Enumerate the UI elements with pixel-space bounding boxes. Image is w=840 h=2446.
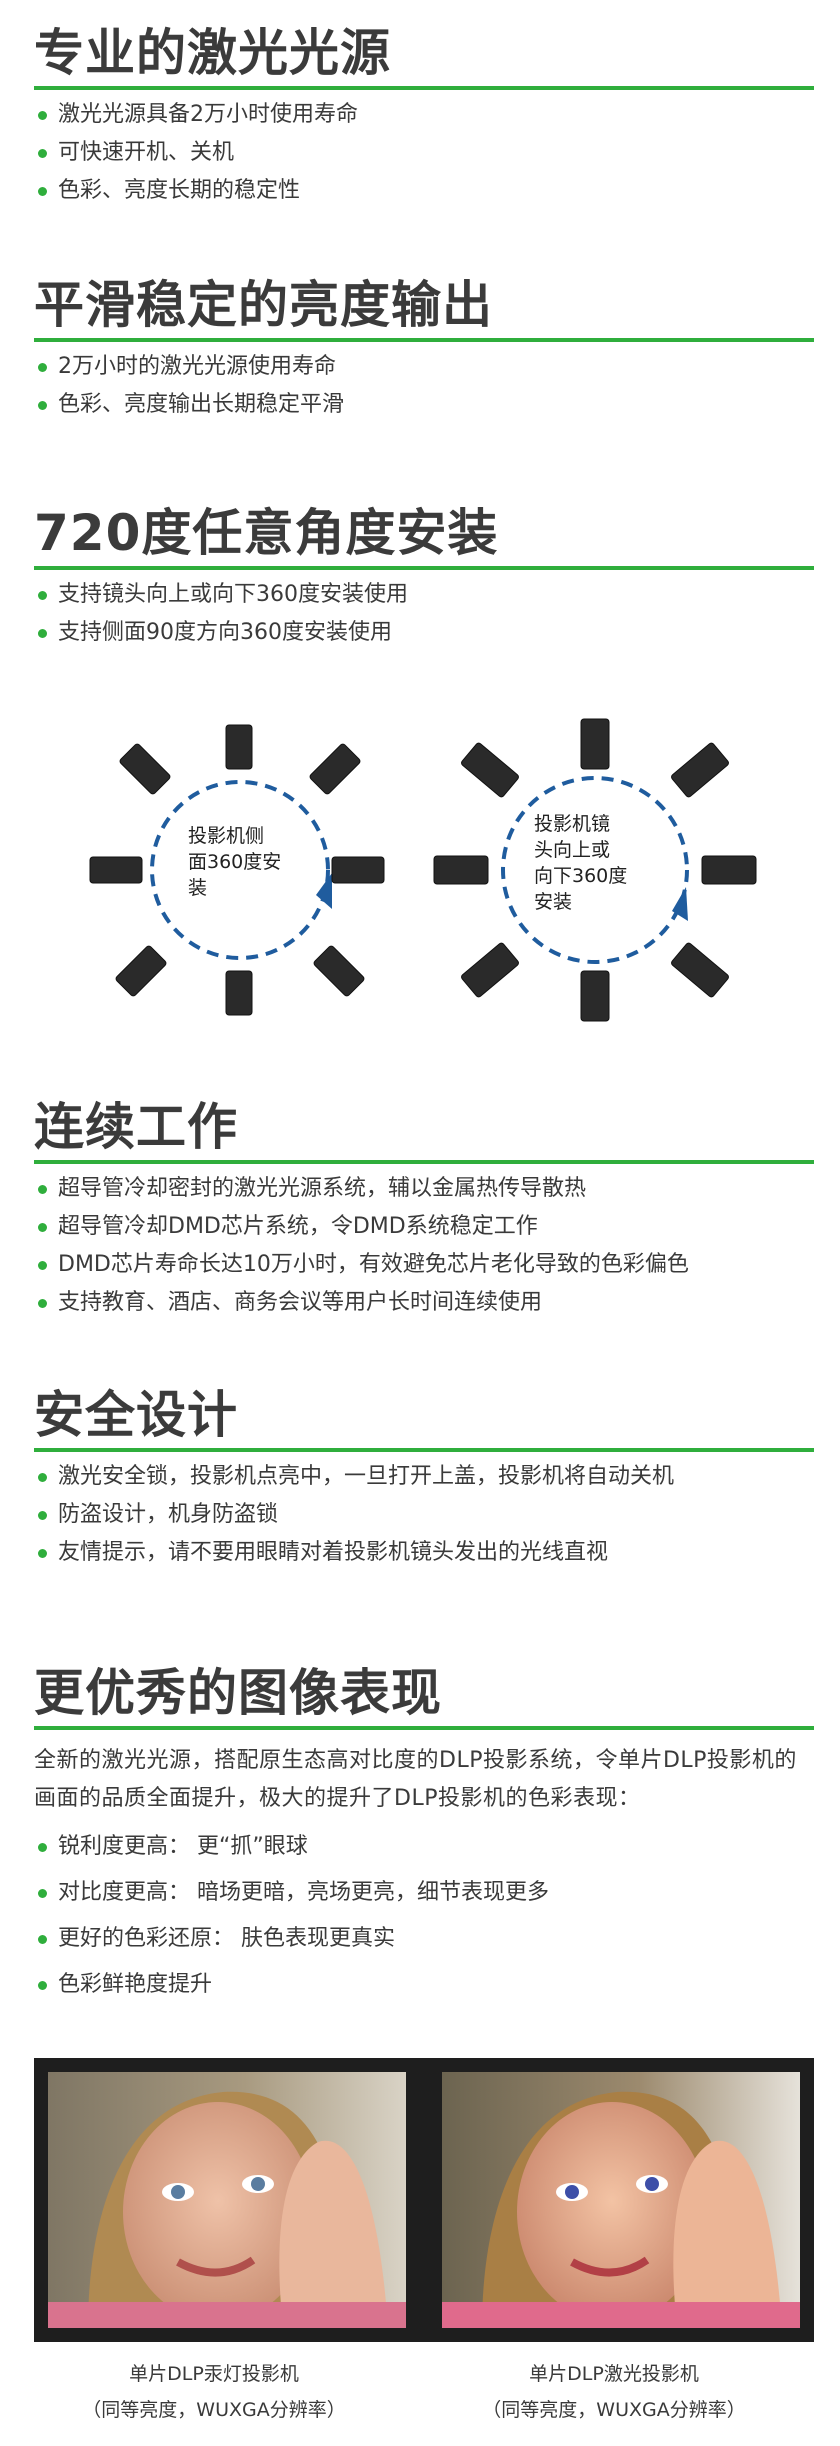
bullet-item: 支持镜头向上或向下360度安装使用 [34, 576, 814, 614]
side-mount-diagram: 投影机侧 面360度安 装 [80, 715, 400, 1025]
bullet-dot-icon [38, 1185, 47, 1194]
section-image-quality: 更优秀的图像表现 全新的激光光源，搭配原生态高对比度的DLP投影系统，令单片DL… [34, 1668, 814, 2008]
section-divider [34, 1160, 814, 1164]
bullet-dot-icon [38, 1511, 47, 1520]
bullet-dot-icon [38, 1843, 47, 1852]
girl-portrait-lamp [48, 2072, 406, 2328]
section-divider [34, 1726, 814, 1730]
bullet-item: 友情提示，请不要用眼睛对着投影机镜头发出的光线直视 [34, 1534, 814, 1572]
bullet-item: 色彩、亮度长期的稳定性 [34, 172, 814, 210]
laser-projector-photo [442, 2072, 800, 2328]
bullet-list: 锐利度更高： 更“抓”眼球 对比度更高： 暗场更暗，亮场更亮，细节表现更多 更好… [34, 1824, 814, 2008]
vertical-mount-diagram: 投影机镜 头向上或 向下360度 安装 [430, 715, 760, 1025]
laser-projector-caption: 单片DLP激光投影机 （同等亮度，WUXGA分辨率） [482, 2363, 746, 2421]
section-title: 更优秀的图像表现 [34, 1664, 442, 1722]
comparison-photo-frame [34, 2058, 814, 2342]
bullet-dot-icon [38, 1261, 47, 1270]
bullet-list: 激光光源具备2万小时使用寿命 可快速开机、关机 色彩、亮度长期的稳定性 [34, 96, 814, 210]
bullet-dot-icon [38, 591, 47, 600]
bullet-dot-icon [38, 111, 47, 120]
bullet-dot-icon [38, 1981, 47, 1990]
bullet-dot-icon [38, 1299, 47, 1308]
section-installation: 720度任意角度安装 支持镜头向上或向下360度安装使用 支持侧面90度方向36… [34, 508, 814, 652]
bullet-item: 防盗设计，机身防盗锁 [34, 1496, 814, 1534]
bullet-dot-icon [38, 401, 47, 410]
section-brightness: 平滑稳定的亮度输出 2万小时的激光光源使用寿命 色彩、亮度输出长期稳定平滑 [34, 280, 814, 424]
bullet-item: 激光安全锁，投影机点亮中，一旦打开上盖，投影机将自动关机 [34, 1458, 814, 1496]
bullet-item: 色彩鲜艳度提升 [34, 1962, 814, 2008]
bullet-dot-icon [38, 1549, 47, 1558]
bullet-item: 锐利度更高： 更“抓”眼球 [34, 1824, 814, 1870]
vertical-mount-illustration [433, 718, 757, 1022]
bullet-list: 2万小时的激光光源使用寿命 色彩、亮度输出长期稳定平滑 [34, 348, 814, 424]
bullet-item: 色彩、亮度输出长期稳定平滑 [34, 386, 814, 424]
section-divider [34, 1448, 814, 1452]
girl-portrait-laser [442, 2072, 800, 2328]
side-mount-label: 投影机侧 面360度安 装 [188, 825, 282, 899]
bullet-item: DMD芯片寿命长达10万小时，有效避免芯片老化导致的色彩偏色 [34, 1246, 814, 1284]
bullet-list: 激光安全锁，投影机点亮中，一旦打开上盖，投影机将自动关机 防盗设计，机身防盗锁 … [34, 1458, 814, 1572]
bullet-dot-icon [38, 363, 47, 372]
bullet-dot-icon [38, 1935, 47, 1944]
lamp-projector-caption: 单片DLP汞灯投影机 （同等亮度，WUXGA分辨率） [82, 2363, 346, 2421]
bullet-list: 超导管冷却密封的激光光源系统，辅以金属热传导散热 超导管冷却DMD芯片系统，令D… [34, 1170, 814, 1322]
section-title: 平滑稳定的亮度输出 [34, 276, 493, 334]
section-title: 720度任意角度安装 [34, 504, 499, 562]
vertical-mount-label: 投影机镜 头向上或 向下360度 安装 [534, 813, 628, 913]
bullet-item: 超导管冷却密封的激光光源系统，辅以金属热传导散热 [34, 1170, 814, 1208]
bullet-item: 对比度更高： 暗场更暗，亮场更亮，细节表现更多 [34, 1870, 814, 1916]
bullet-dot-icon [38, 1473, 47, 1482]
side-mount-illustration [89, 724, 385, 1016]
section-safety: 安全设计 激光安全锁，投影机点亮中，一旦打开上盖，投影机将自动关机 防盗设计，机… [34, 1390, 814, 1572]
section-divider [34, 338, 814, 342]
bullet-item: 超导管冷却DMD芯片系统，令DMD系统稳定工作 [34, 1208, 814, 1246]
bullet-list: 支持镜头向上或向下360度安装使用 支持侧面90度方向360度安装使用 [34, 576, 814, 652]
bullet-item: 支持侧面90度方向360度安装使用 [34, 614, 814, 652]
bullet-dot-icon [38, 187, 47, 196]
section-laser-source: 专业的激光光源 激光光源具备2万小时使用寿命 可快速开机、关机 色彩、亮度长期的… [34, 28, 814, 210]
section-title: 安全设计 [34, 1386, 238, 1444]
bullet-item: 支持教育、酒店、商务会议等用户长时间连续使用 [34, 1284, 814, 1322]
section-continuous-work: 连续工作 超导管冷却密封的激光光源系统，辅以金属热传导散热 超导管冷却DMD芯片… [34, 1102, 814, 1322]
intro-paragraph: 全新的激光光源，搭配原生态高对比度的DLP投影系统，令单片DLP投影机的画面的品… [34, 1748, 797, 1811]
bullet-dot-icon [38, 1889, 47, 1898]
section-title: 专业的激光光源 [34, 24, 391, 82]
section-divider [34, 566, 814, 570]
section-title: 连续工作 [34, 1098, 238, 1156]
bullet-dot-icon [38, 629, 47, 638]
bullet-dot-icon [38, 149, 47, 158]
lamp-projector-photo [48, 2072, 406, 2328]
bullet-item: 更好的色彩还原： 肤色表现更真实 [34, 1916, 814, 1962]
bullet-item: 激光光源具备2万小时使用寿命 [34, 96, 814, 134]
bullet-dot-icon [38, 1223, 47, 1232]
bullet-item: 可快速开机、关机 [34, 134, 814, 172]
section-divider [34, 86, 814, 90]
bullet-item: 2万小时的激光光源使用寿命 [34, 348, 814, 386]
